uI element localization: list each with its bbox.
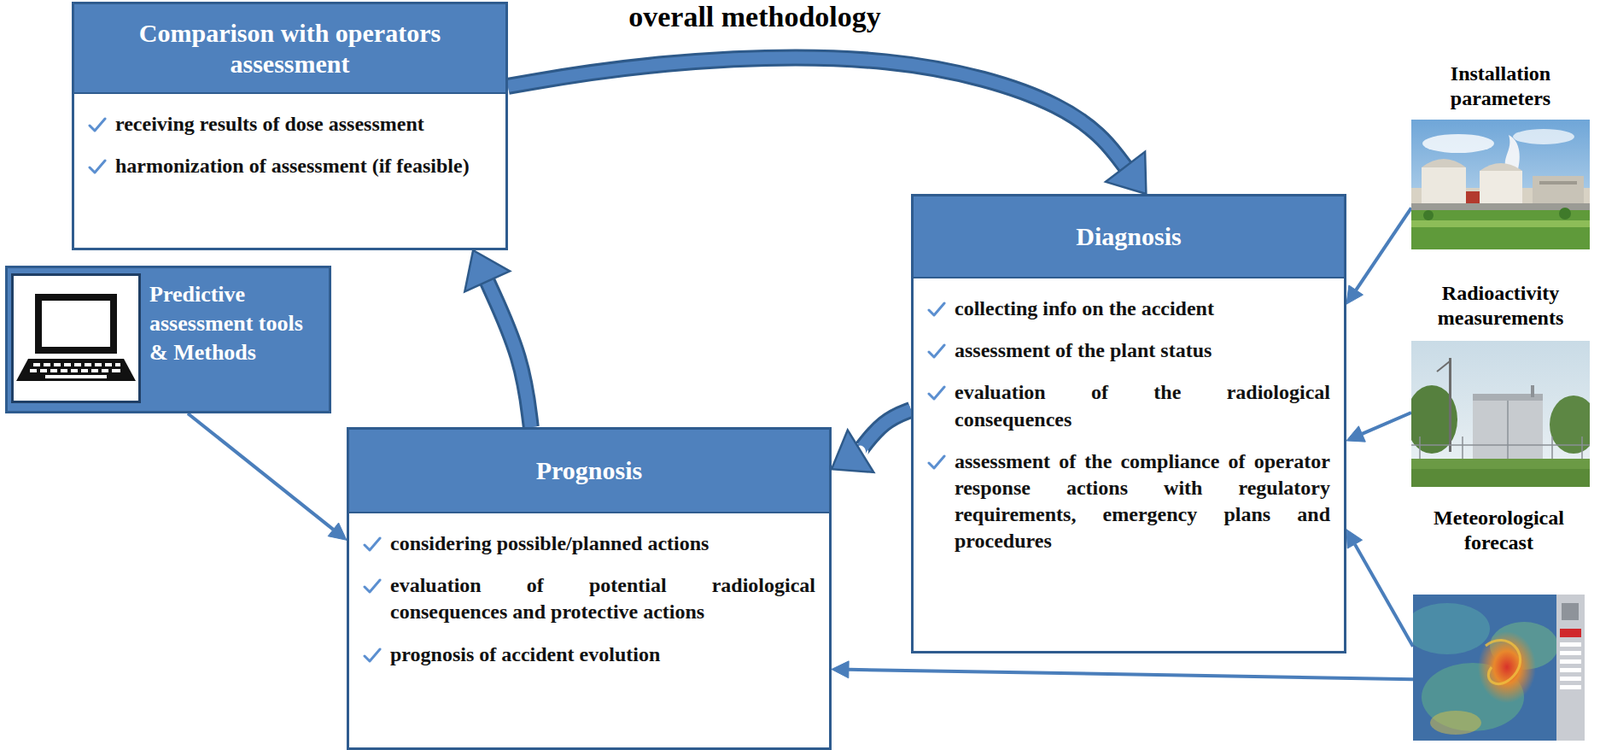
check-mark <box>927 300 946 318</box>
cycle-arrow <box>464 250 532 427</box>
source-label: Radioactivity measurements <box>1411 280 1590 331</box>
input-arrow <box>1346 207 1412 304</box>
check-mark <box>927 453 946 471</box>
process-box: Diagnosiscollecting info on the accident… <box>910 193 1347 654</box>
monitoring-station-photo <box>1411 340 1590 487</box>
laptop-icon <box>11 273 141 403</box>
checklist-item: harmonization of assessment (if feasible… <box>86 152 492 180</box>
checklist-item: prognosis of accident evolution <box>361 641 816 668</box>
check-mark <box>362 646 382 664</box>
input-arrow <box>187 413 347 540</box>
item-text: assessment of the compliance of operator… <box>954 449 1331 553</box>
box-heading: Diagnosis <box>913 196 1344 279</box>
input-arrow <box>1346 412 1412 442</box>
tool-box: Predictive assessment tools & Methods <box>5 265 332 414</box>
item-text: collecting info on the accident <box>954 297 1215 320</box>
diagram-title: overall methodology <box>628 0 882 36</box>
check-mark <box>362 577 382 595</box>
checklist-item: collecting info on the accident <box>925 295 1331 322</box>
input-source: Meteorological forecast <box>1413 505 1585 741</box>
process-box: Comparison with operators assessmentrece… <box>71 1 509 251</box>
box-body: collecting info on the accident assessmen… <box>913 278 1344 571</box>
item-text: prognosis of accident evolution <box>390 642 660 666</box>
check-mark <box>927 384 946 402</box>
input-source: Installation parameters <box>1411 61 1590 250</box>
source-label: Installation parameters <box>1411 61 1590 111</box>
item-text: assessment of the plant status <box>954 338 1212 362</box>
item-text: evaluation of potential radiological con… <box>390 573 816 623</box>
checklist-item: evaluation of potential radiological con… <box>361 572 816 625</box>
power-plant-photo <box>1411 119 1590 250</box>
item-text: harmonization of assessment (if feasible… <box>115 154 470 177</box>
source-label: Meteorological forecast <box>1413 505 1585 555</box>
process-box: Prognosisconsidering possible/planned ac… <box>346 426 832 750</box>
checklist-item: assessment of the plant status <box>925 337 1331 364</box>
item-text: considering possible/planned actions <box>390 531 709 555</box>
checklist-item: receiving results of dose assessment <box>86 110 492 138</box>
checklist-item: assessment of the compliance of operator… <box>925 448 1331 555</box>
item-text: evaluation of the radiological consequen… <box>954 380 1331 430</box>
box-heading: Prognosis <box>349 429 830 514</box>
check-mark <box>927 342 946 360</box>
box-heading: Comparison with operators assessment <box>74 4 506 94</box>
weather-map-photo <box>1413 594 1585 741</box>
checklist-item: considering possible/planned actions <box>361 530 816 557</box>
check-mark <box>87 157 107 176</box>
box-label: Predictive assessment tools & Methods <box>149 268 329 379</box>
item-text: receiving results of dose assessment <box>115 112 425 135</box>
checklist-item: evaluation of the radiological consequen… <box>925 379 1331 433</box>
cycle-arrow <box>831 409 911 473</box>
check-mark <box>87 116 107 134</box>
check-mark <box>362 535 382 553</box>
input-arrow <box>831 660 1414 679</box>
box-body: considering possible/planned actions eval… <box>349 513 830 684</box>
cycle-arrow <box>508 58 1146 194</box>
input-arrow <box>1346 529 1414 647</box>
box-body: receiving results of dose assessment harm… <box>74 93 506 195</box>
input-source: Radioactivity measurements <box>1411 280 1590 487</box>
